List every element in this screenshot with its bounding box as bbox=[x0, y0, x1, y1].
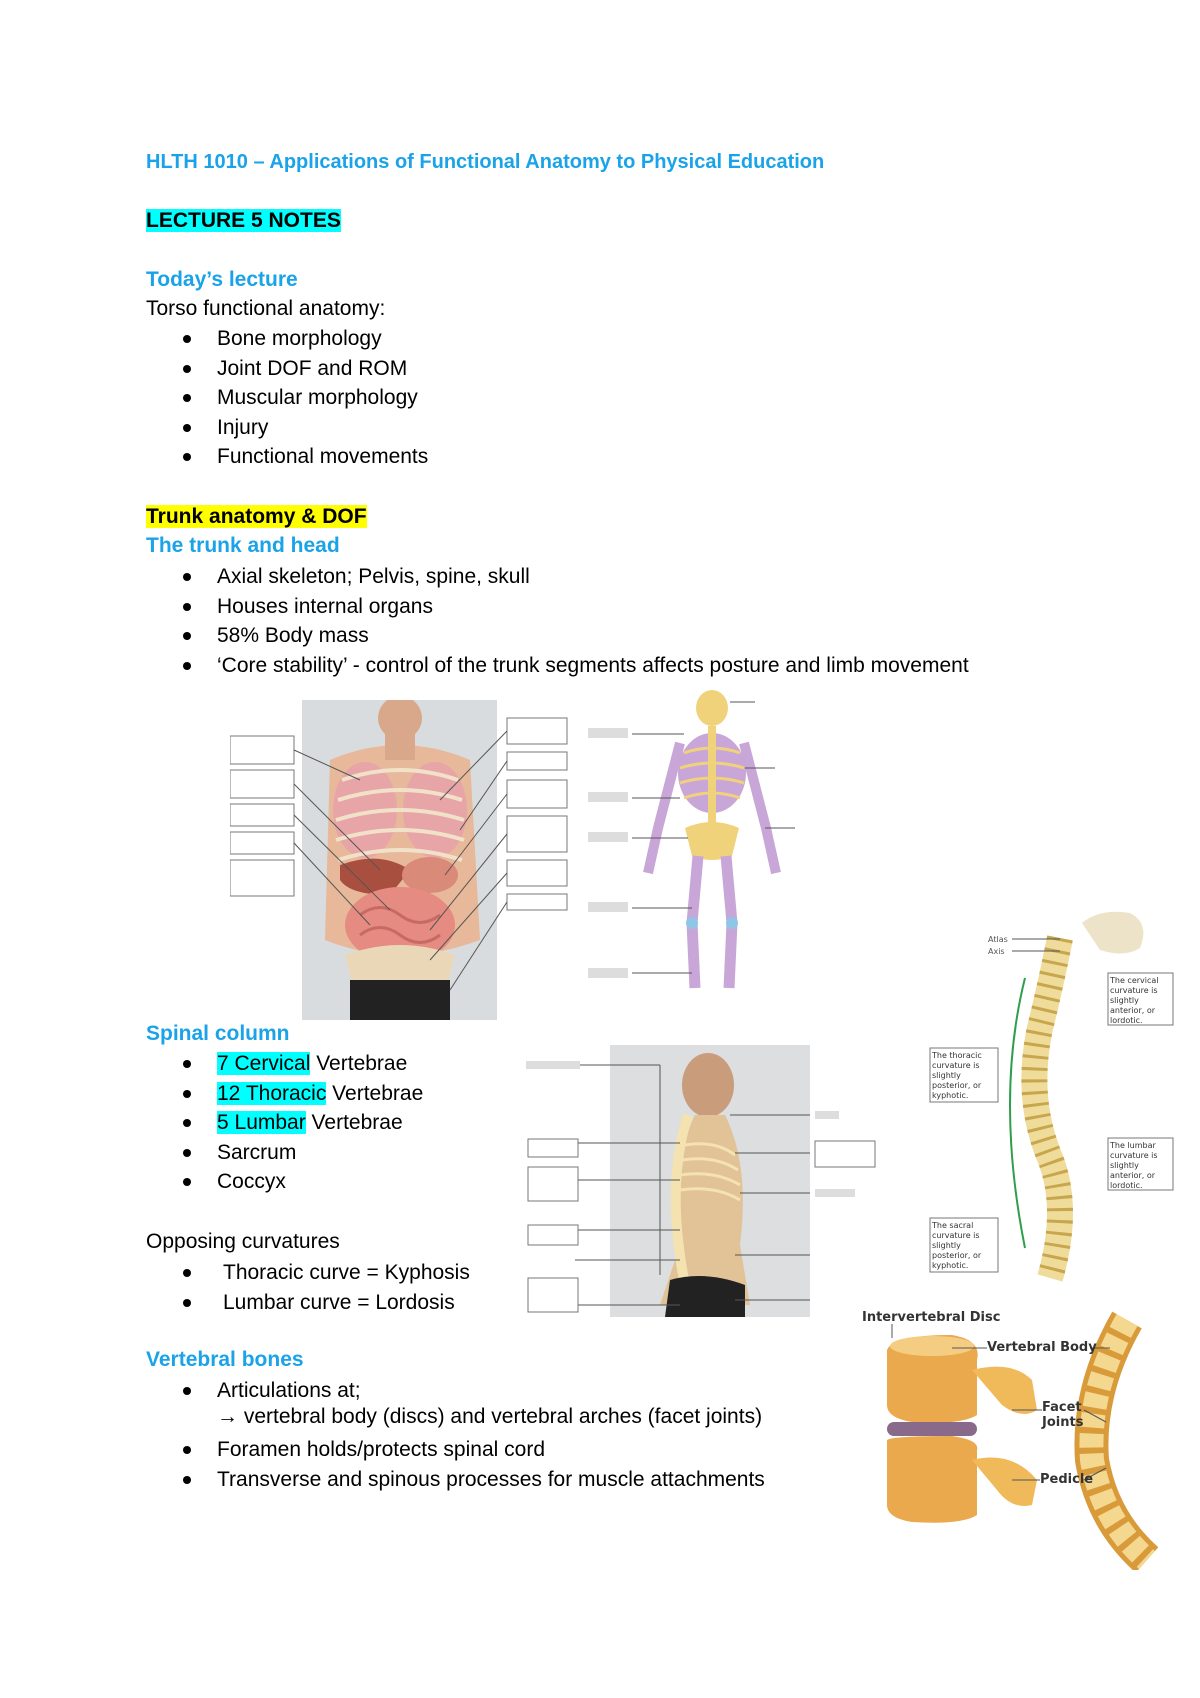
lumbar-curvature-label: The lumbar curvature is slightly anterio… bbox=[1110, 1141, 1158, 1190]
section-heading-todays-lecture: Today’s lecture bbox=[146, 268, 298, 291]
list-item: Muscular morphology bbox=[146, 383, 428, 413]
joints-label: Joints bbox=[1042, 1415, 1084, 1430]
list-item: Coccyx bbox=[146, 1167, 423, 1197]
todays-lecture-list: Bone morphology Joint DOF and ROM Muscul… bbox=[146, 324, 428, 472]
section-heading-trunk: Trunk anatomy & DOF bbox=[146, 505, 367, 528]
list-item: 7 Cervical Vertebrae bbox=[146, 1049, 423, 1079]
vertebral-list-2: Foramen holds/protects spinal cord Trans… bbox=[146, 1435, 765, 1494]
subheading-trunk-head: The trunk and head bbox=[146, 534, 340, 557]
lateral-spine-figure bbox=[520, 1045, 880, 1317]
course-title: HLTH 1010 – Applications of Functional A… bbox=[146, 151, 825, 173]
list-item: Transverse and spinous processes for mus… bbox=[146, 1465, 765, 1495]
list-item: Joint DOF and ROM bbox=[146, 354, 428, 384]
spinal-list: 7 Cervical Vertebrae 12 Thoracic Vertebr… bbox=[146, 1049, 423, 1197]
list-item: Bone morphology bbox=[146, 324, 428, 354]
curvatures-list: Thoracic curve = Kyphosis Lumbar curve =… bbox=[146, 1258, 470, 1317]
intervertebral-disc-label: Intervertebral Disc bbox=[862, 1310, 1001, 1325]
articulation-detail: → vertebral body (discs) and vertebral a… bbox=[217, 1405, 763, 1428]
vertebral-body-label: Vertebral Body bbox=[987, 1340, 1097, 1355]
list-item: Lumbar curve = Lordosis bbox=[146, 1288, 470, 1318]
list-item: Sarcrum bbox=[146, 1138, 423, 1168]
full-skeleton-figure bbox=[580, 688, 810, 1010]
section-heading-vertebral-bones: Vertebral bones bbox=[146, 1348, 304, 1371]
cervical-curvature-label: The cervical curvature is slightly anter… bbox=[1110, 976, 1159, 1025]
list-item: Axial skeleton; Pelvis, spine, skull bbox=[146, 562, 969, 592]
list-item: Thoracic curve = Kyphosis bbox=[146, 1258, 470, 1288]
atlas-label: Atlas bbox=[988, 935, 1008, 944]
list-item: Injury bbox=[146, 413, 428, 443]
torso-organs-figure bbox=[230, 700, 570, 1020]
list-item: 12 Thoracic Vertebrae bbox=[146, 1079, 423, 1109]
list-item: Articulations at; bbox=[146, 1376, 361, 1406]
spinal-curvatures-figure: Atlas Axis The cervical curvature is sli… bbox=[900, 898, 1180, 1308]
pedicle-label: Pedicle bbox=[1040, 1472, 1094, 1487]
sacral-curvature-label: The sacral curvature is slightly posteri… bbox=[932, 1221, 982, 1270]
list-item: Houses internal organs bbox=[146, 592, 969, 622]
list-item: 58% Body mass bbox=[146, 621, 969, 651]
list-item: Foramen holds/protects spinal cord bbox=[146, 1435, 765, 1465]
todays-lecture-intro: Torso functional anatomy: bbox=[146, 297, 386, 320]
vertebra-closeup-figure: Intervertebral Disc Vertebral Body Facet… bbox=[862, 1310, 1182, 1570]
opposing-curvatures-heading: Opposing curvatures bbox=[146, 1230, 340, 1253]
section-heading-spinal-column: Spinal column bbox=[146, 1022, 290, 1045]
list-item: ‘Core stability’ - control of the trunk … bbox=[146, 651, 969, 681]
facet-label: Facet bbox=[1042, 1400, 1082, 1415]
trunk-list: Axial skeleton; Pelvis, spine, skull Hou… bbox=[146, 562, 969, 680]
list-item: 5 Lumbar Vertebrae bbox=[146, 1108, 423, 1138]
vertebral-list-1: Articulations at; bbox=[146, 1376, 361, 1406]
axis-label: Axis bbox=[988, 947, 1005, 956]
lecture-label: LECTURE 5 NOTES bbox=[146, 209, 341, 232]
thoracic-curvature-label: The thoracic curvature is slightly poste… bbox=[932, 1051, 982, 1100]
list-item: Functional movements bbox=[146, 442, 428, 472]
